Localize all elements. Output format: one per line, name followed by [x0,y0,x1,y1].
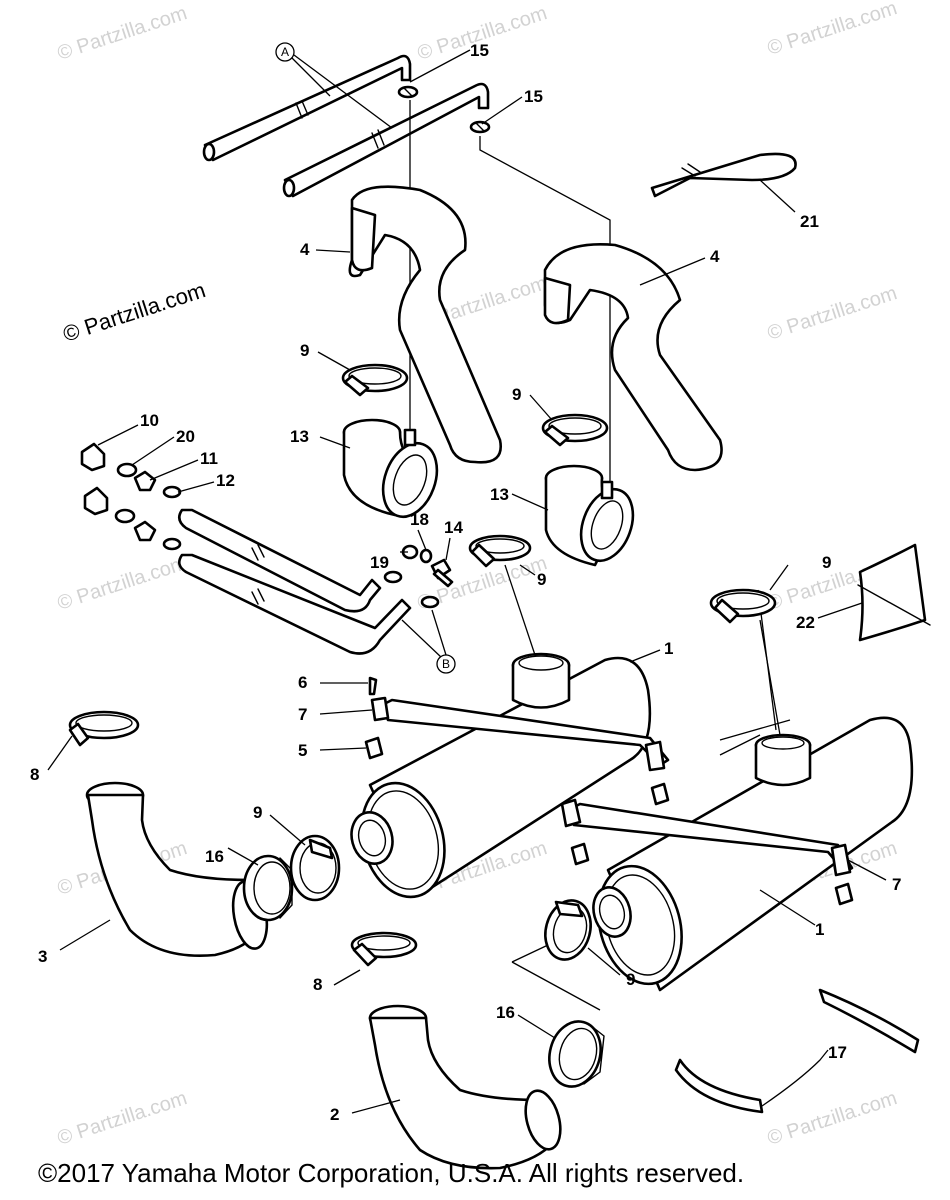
exhaust-pipe-3 [68,710,269,957]
main-watermark: © Partzilla.com [60,277,209,347]
callout-9: 9 [512,385,521,404]
hose-b-upper [177,508,382,613]
callout-13: 13 [290,427,309,446]
joint-16-lower [548,1020,605,1088]
callout-9: 9 [300,341,309,360]
callout-9: 9 [626,970,635,989]
watermark: © Partzilla.com [55,552,190,615]
clamp-9-upper-right [541,413,609,447]
callout-17: 17 [828,1043,847,1062]
callout-9: 9 [537,570,546,589]
cover-17 [674,988,920,1114]
ref-letter-b: B [442,657,450,671]
clamp-9-upper-left [341,363,409,397]
callout-19: 19 [370,553,389,572]
callout-16: 16 [205,847,224,866]
elbow-joint-13-left [342,418,439,519]
callout-8: 8 [30,765,39,784]
callout-9: 9 [822,553,831,572]
screw-6 [368,676,378,696]
exhaust-pipe-4-right [543,243,723,472]
watermark: © Partzilla.com [765,0,900,60]
callout-7: 7 [892,875,901,894]
cable-tie-21 [650,152,797,198]
muffler-1-upper [350,652,652,899]
callout-13: 13 [490,485,509,504]
callout-7: 7 [298,705,307,724]
hose-a-upper [202,54,412,162]
clip-5 [364,736,854,906]
muffler-1-lower [592,716,914,992]
callout-14: 14 [444,518,463,537]
clamp-9-joint-upper [289,834,341,902]
callout-16: 16 [496,1003,515,1022]
callout-2: 2 [330,1105,339,1124]
callout-15: 15 [524,87,543,106]
hose-clamps-b [383,570,440,609]
watermark: © Partzilla.com [55,1087,190,1150]
callout-15: 15 [470,41,489,60]
clamp-9-joint-lower [544,899,592,961]
callout-5: 5 [298,741,307,760]
callout-numbers: 15 15 21 4 4 9 9 13 13 10 20 11 12 18 14… [30,41,901,1124]
callout-1: 1 [815,920,824,939]
callout-a: A [275,42,393,129]
elbow-joint-13-right [544,464,635,567]
callout-12: 12 [216,471,235,490]
muffler-band-7-upper [370,696,670,772]
copyright-notice: ©2017 Yamaha Motor Corporation, U.S.A. A… [38,1158,744,1188]
ref-letter-a: A [281,45,289,59]
hose-fittings-upper [80,442,182,499]
callout-20: 20 [176,427,195,446]
exhaust-pipe-2 [350,931,562,1170]
hose-clamp-15-right [469,120,491,134]
watermark: © Partzilla.com [765,282,900,345]
clamp-9-right [709,588,777,624]
callout-4: 4 [710,247,720,266]
callout-10: 10 [140,411,159,430]
hose-clamp-15-left [397,85,419,99]
watermark: © Partzilla.com [55,2,190,65]
hose-a-lower [282,82,490,198]
watermark: © Partzilla.com [765,1087,900,1150]
callout-11: 11 [200,449,218,468]
callout-b: B [401,609,456,674]
callout-18: 18 [410,510,429,529]
hose-fittings-lower [83,486,182,551]
callout-21: 21 [800,212,819,231]
callout-22: 22 [796,613,815,632]
exhaust-pipe-4-left [348,185,502,464]
clamp-9-mid [468,534,532,568]
callout-6: 6 [298,673,307,692]
joint-16-upper [242,854,294,922]
leader-lines [47,49,887,1114]
heat-shield-22 [857,543,931,642]
washer-bolt-set [401,544,454,588]
callout-9: 9 [253,803,262,822]
callout-3: 3 [38,947,47,966]
hose-b-lower [177,553,412,655]
callout-1: 1 [664,639,673,658]
callout-8: 8 [313,975,322,994]
callout-4: 4 [300,240,310,259]
muffler-band-7-lower [560,798,854,877]
